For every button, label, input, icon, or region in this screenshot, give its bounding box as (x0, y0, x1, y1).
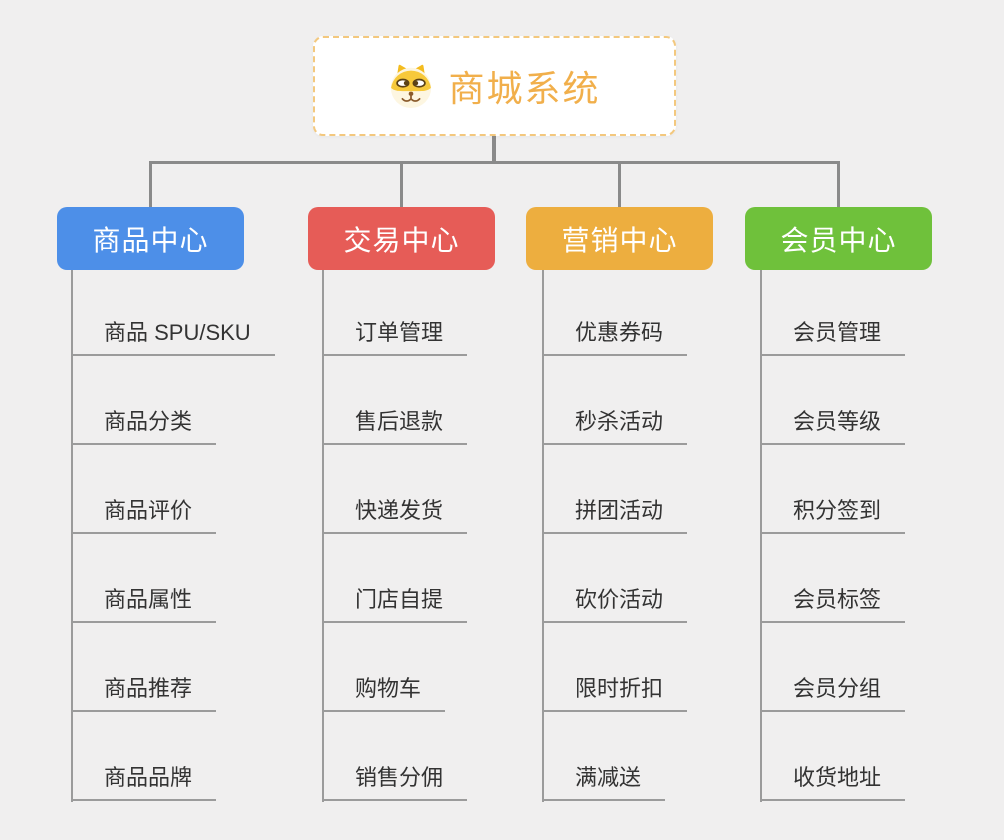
drop-line (618, 161, 621, 207)
leaf-node[interactable]: 会员等级 (760, 409, 906, 445)
leaf-node[interactable]: 订单管理 (322, 320, 468, 356)
drop-line (149, 161, 152, 207)
leaf-node[interactable]: 满减送 (542, 765, 666, 801)
leaf-node[interactable]: 优惠券码 (542, 320, 688, 356)
drop-line (837, 161, 840, 207)
category-node-member[interactable]: 会员中心 (745, 207, 932, 270)
leaf-node[interactable]: 砍价活动 (542, 587, 688, 623)
category-label: 交易中心 (343, 224, 460, 256)
bus-line (149, 161, 839, 164)
trunk-line (492, 136, 496, 163)
category-label: 会员中心 (780, 224, 897, 256)
leaf-node[interactable]: 会员管理 (760, 320, 906, 356)
leaf-node[interactable]: 购物车 (322, 676, 446, 712)
leaf-node[interactable]: 商品评价 (71, 498, 217, 534)
branch-line (322, 270, 324, 802)
leaf-node[interactable]: 商品品牌 (71, 765, 217, 801)
leaf-node[interactable]: 门店自提 (322, 587, 468, 623)
leaf-node[interactable]: 秒杀活动 (542, 409, 688, 445)
drop-line (400, 161, 403, 207)
leaf-node[interactable]: 商品分类 (71, 409, 217, 445)
leaf-node[interactable]: 商品推荐 (71, 676, 217, 712)
leaf-node[interactable]: 会员标签 (760, 587, 906, 623)
leaf-node[interactable]: 会员分组 (760, 676, 906, 712)
branch-line (71, 270, 73, 802)
leaf-node[interactable]: 商品属性 (71, 587, 217, 623)
root-title: 商城系统 (448, 68, 601, 109)
leaf-node[interactable]: 快递发货 (322, 498, 468, 534)
category-label: 营销中心 (561, 224, 678, 256)
root-node[interactable]: 商城系统 (313, 36, 676, 136)
leaf-node[interactable]: 商品 SPU/SKU (71, 320, 275, 356)
category-node-product[interactable]: 商品中心 (57, 207, 244, 270)
category-node-marketing[interactable]: 营销中心 (526, 207, 713, 270)
category-label: 商品中心 (92, 224, 209, 256)
leaf-node[interactable]: 销售分佣 (322, 765, 468, 801)
leaf-node[interactable]: 收货地址 (760, 765, 906, 801)
category-node-trade[interactable]: 交易中心 (308, 207, 495, 270)
dog-face-icon (388, 63, 434, 109)
leaf-node[interactable]: 拼团活动 (542, 498, 688, 534)
leaf-node[interactable]: 限时折扣 (542, 676, 688, 712)
leaf-node[interactable]: 积分签到 (760, 498, 906, 534)
leaf-node[interactable]: 售后退款 (322, 409, 468, 445)
branch-line (760, 270, 762, 802)
branch-line (542, 270, 544, 802)
